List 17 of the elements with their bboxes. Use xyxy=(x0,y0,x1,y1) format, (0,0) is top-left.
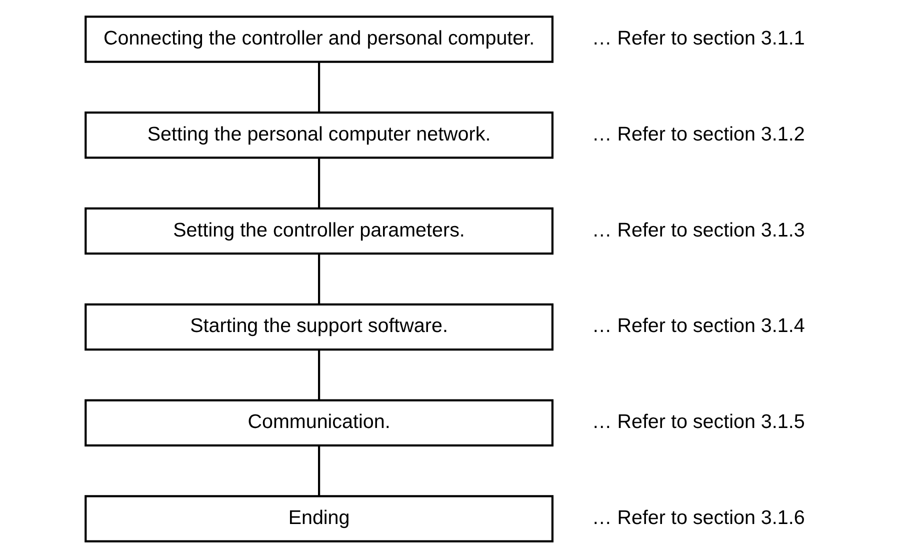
node-box: Connecting the controller and personal computer. xyxy=(84,16,554,63)
node-box: Communication. xyxy=(84,399,554,446)
node-box: Starting the support software. xyxy=(84,303,554,351)
node-label: … Refer to section 3.1.3 xyxy=(592,219,805,242)
connector xyxy=(318,350,320,400)
node-box: Setting the personal computer network. xyxy=(84,112,554,159)
connector xyxy=(318,254,320,304)
node-label: … Refer to section 3.1.2 xyxy=(592,123,805,146)
node-label: … Refer to section 3.1.5 xyxy=(592,411,805,434)
node-box: Setting the controller parameters. xyxy=(84,207,554,255)
node-box: Ending xyxy=(84,495,554,542)
connector xyxy=(318,158,320,208)
node-label: … Refer to section 3.1.1 xyxy=(592,27,805,50)
connector xyxy=(318,62,320,112)
node-label: … Refer to section 3.1.4 xyxy=(592,315,805,338)
node-label: … Refer to section 3.1.6 xyxy=(592,506,805,529)
connector xyxy=(318,446,320,496)
